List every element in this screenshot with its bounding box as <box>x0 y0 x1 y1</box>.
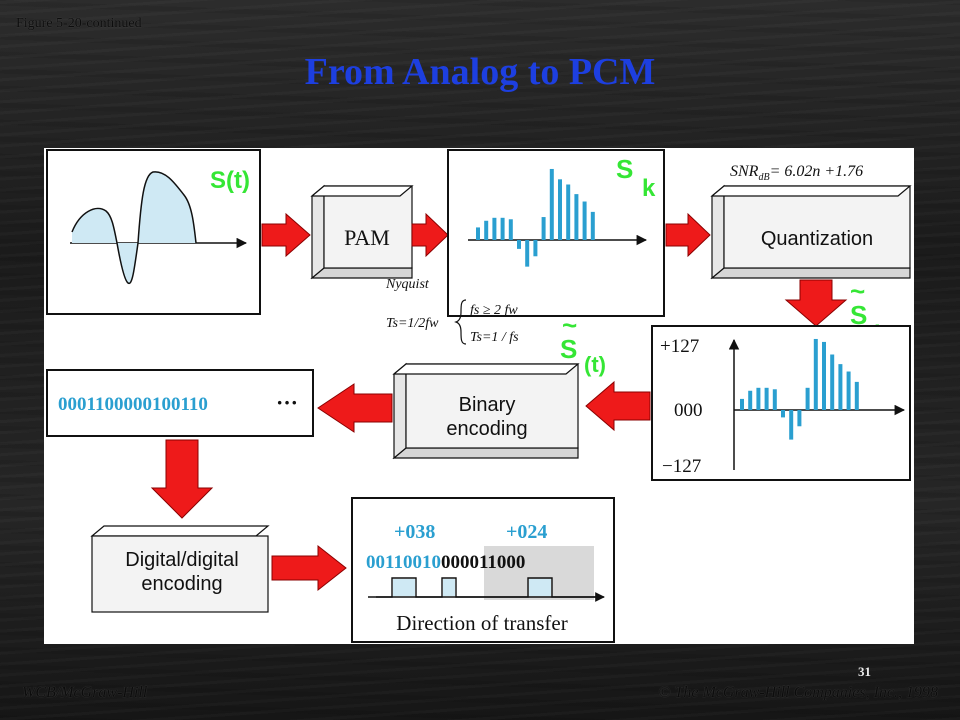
transfer-bits-1: 00110010 <box>366 552 441 573</box>
arrow-quantization-down <box>784 279 848 327</box>
binary-encoding-line2: encoding <box>446 418 527 440</box>
snr-formula: SNRdB= 6.02n +1.76 <box>730 163 863 183</box>
quantized-bars <box>740 338 859 440</box>
digital-encoding-line2: encoding <box>141 573 222 595</box>
nyquist-label: Nyquist <box>385 277 430 292</box>
sample-bar-3 <box>492 217 497 240</box>
copyright-text: The McGraw-Hill Companies, Inc., 1998 <box>674 684 938 701</box>
analog-wave <box>72 208 117 243</box>
arrow-analog-to-pam <box>261 212 311 258</box>
quantized-bar-14 <box>846 371 851 410</box>
sample-bar-2 <box>484 220 489 240</box>
snr-lhs: SNR <box>730 163 759 180</box>
arrow-pam-to-samples <box>411 212 449 258</box>
quantized-bar-15 <box>854 381 859 410</box>
bit-stream-box: 0001100000100110 ··· <box>46 369 314 437</box>
quantized-bar-11 <box>822 341 826 410</box>
copyright-symbol: © <box>658 684 671 701</box>
sample-bar-12 <box>566 184 571 240</box>
transfer-bits-2: 000011000 <box>441 552 525 573</box>
level-bottom: −127 <box>662 456 701 477</box>
quantized-bar-1 <box>740 398 744 410</box>
quantized-bar-6 <box>781 410 785 418</box>
quantized-bar-2 <box>748 390 753 410</box>
quantization-label: Quantization <box>761 228 873 250</box>
arrow-binary-to-stream <box>317 383 393 433</box>
digital-encoding-line1: Digital/digital <box>125 549 238 571</box>
arrow-quantized-to-binary <box>585 380 651 432</box>
quantized-label-letter: S <box>850 300 867 330</box>
footer-copyright: © The McGraw-Hill Companies, Inc., 1998 <box>658 684 938 702</box>
level-top: +127 <box>660 336 699 357</box>
sample-bar-7 <box>525 240 530 267</box>
sample-bar-15 <box>590 211 595 240</box>
sample-bar-5 <box>508 219 513 240</box>
binary-encoding-line1: Binary <box>459 394 516 416</box>
level-mid: 000 <box>674 400 703 421</box>
quantized-bar-5 <box>772 389 777 410</box>
bit-stream-ellipsis: ··· <box>276 390 298 415</box>
digital-waveform <box>376 577 596 598</box>
sample-bar-11 <box>558 179 562 240</box>
page-number: 31 <box>858 664 871 679</box>
quantized-bar-13 <box>838 364 843 410</box>
snr-sub: dB <box>758 172 769 183</box>
sampling-rule: Nyquist Ts=1/2fw fs ≥ 2 fw Ts=1 / fs <box>385 277 519 345</box>
slide-title: From Analog to PCM <box>304 51 656 93</box>
sampling-condition-1: fs ≥ 2 fw <box>470 303 518 318</box>
quantized-label-tilde: ~ <box>850 276 865 306</box>
bit-stream: 0001100000100110 <box>58 394 208 415</box>
quantized-bar-7 <box>789 410 794 440</box>
sample-bar-10 <box>549 168 554 240</box>
snr-rhs: = 6.02n +1.76 <box>770 163 864 180</box>
sample-bar-4 <box>500 217 505 240</box>
svg-text:00110010000011000: 00110010000011000 <box>366 552 525 573</box>
quantized-box: +127 000 −127 <box>651 325 911 481</box>
analog-signal-box <box>46 149 261 315</box>
footer-publisher: WCB/McGraw-Hill <box>22 684 148 701</box>
quantized-bar-9 <box>805 387 810 410</box>
analog-signal-label: S(t) <box>210 167 250 194</box>
sample-bar-13 <box>574 194 579 240</box>
samples-label-letter: S <box>616 154 633 184</box>
arrow-samples-to-quantization <box>665 212 711 258</box>
sample-bar-14 <box>582 201 587 240</box>
binary-encoding-box: Binary encoding <box>392 362 580 460</box>
direction-label: Direction of transfer <box>396 611 567 635</box>
quantized-bar-3 <box>756 387 761 410</box>
sample-bars <box>476 168 595 267</box>
svg-text:SNRdB= 6.02n +1.76: SNRdB= 6.02n +1.76 <box>730 163 863 183</box>
arrow-stream-down <box>150 439 214 519</box>
sample-bar-9 <box>541 217 546 240</box>
quantized-bar-8 <box>797 410 802 427</box>
quantization-box: Quantization <box>710 184 912 280</box>
sample-bar-1 <box>476 227 480 240</box>
samples-box <box>447 149 665 317</box>
transfer-box: +038 +024 00110010000011000 Direction of… <box>351 497 615 643</box>
reconstructed-label-arg: (t) <box>584 352 606 377</box>
reconstructed-label-tilde: ~ <box>562 310 577 340</box>
sample-bar-8 <box>533 240 538 257</box>
quantized-bar-12 <box>830 354 835 410</box>
pam-label: PAM <box>344 225 390 250</box>
transfer-value-2: +024 <box>506 521 547 543</box>
sample-bar-6 <box>517 240 521 249</box>
sampling-condition-2: Ts=1 / fs <box>470 330 519 345</box>
figure-caption: Figure 5-20-continued <box>16 16 142 31</box>
reconstructed-label-letter: S <box>560 334 577 364</box>
samples-label-subscript: k <box>642 175 656 202</box>
quantized-bar-4 <box>764 387 769 410</box>
digital-encoding-box: Digital/digital encoding <box>90 525 270 613</box>
quantized-bar-10 <box>813 338 818 410</box>
transfer-value-1: +038 <box>394 521 435 543</box>
arrow-encoding-to-transfer <box>271 544 347 592</box>
pam-box: PAM <box>310 184 414 280</box>
ts-definition: Ts=1/2fw <box>386 316 439 331</box>
